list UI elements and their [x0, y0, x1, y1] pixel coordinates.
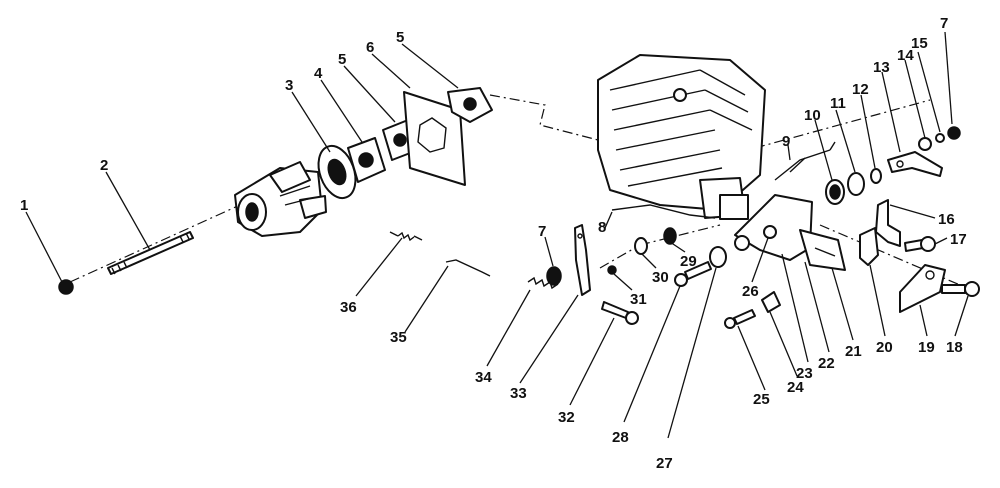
part-bolt-17 [904, 236, 936, 252]
callout-15: 15 [911, 35, 928, 52]
part-spring-34 [527, 276, 559, 290]
part-bracket-16 [875, 199, 901, 247]
part-carburetor [234, 161, 327, 237]
part-clip-20 [859, 227, 879, 266]
callout-19: 19 [918, 339, 935, 356]
callout-25: 25 [753, 391, 770, 408]
callout-3: 3 [285, 77, 293, 94]
part-washer-12 [870, 168, 882, 184]
callout-6: 6 [366, 39, 374, 56]
callout-21: 21 [845, 343, 862, 360]
part-nut-7a [546, 266, 562, 286]
callout-14: 14 [897, 47, 914, 64]
part-washer-14 [918, 137, 932, 151]
callout-22: 22 [818, 355, 835, 372]
callout-5-right: 5 [396, 29, 404, 46]
callout-20: 20 [876, 339, 893, 356]
callout-36: 36 [340, 299, 357, 316]
callout-12: 12 [852, 81, 869, 98]
part-bolt-28 [674, 261, 712, 287]
callout-4: 4 [314, 65, 323, 82]
callout-31: 31 [630, 291, 647, 308]
part-nut-7b [947, 126, 961, 140]
part-wire-35 [445, 259, 491, 277]
callout-1: 1 [20, 197, 28, 214]
callout-26: 26 [742, 283, 759, 300]
callout-9: 9 [782, 133, 790, 150]
part-governor-lever-assembly [734, 194, 846, 271]
callout-2: 2 [100, 157, 108, 174]
part-washer-27 [709, 246, 727, 268]
part-ring-15 [935, 133, 945, 143]
part-plate-6 [403, 91, 466, 186]
callout-29: 29 [680, 253, 697, 270]
callout-7-left: 7 [538, 223, 546, 240]
callout-28: 28 [612, 429, 629, 446]
callout-11: 11 [830, 95, 846, 112]
part-bracket-19 [899, 264, 946, 313]
part-engine-block [597, 54, 766, 220]
part-bolt-25 [724, 309, 756, 329]
callout-32: 32 [558, 409, 575, 426]
callout-23: 23 [796, 365, 813, 382]
callout-16: 16 [938, 211, 955, 228]
callout-18: 18 [946, 339, 963, 356]
callout-13: 13 [873, 59, 890, 76]
callout-24: 24 [787, 379, 804, 396]
part-link-8 [611, 204, 716, 219]
part-bolt-32 [601, 301, 639, 325]
part-washer-31 [607, 265, 617, 275]
callout-34: 34 [475, 369, 492, 386]
callout-33: 33 [510, 385, 527, 402]
callout-27: 27 [656, 455, 673, 472]
part-rod-9 [774, 141, 836, 181]
part-spacer-29 [663, 227, 677, 245]
part-bushing-10 [825, 179, 845, 205]
part-lever-13 [887, 151, 943, 177]
part-nut-1 [58, 279, 74, 295]
part-bolt-18 [941, 281, 980, 297]
callout-35: 35 [390, 329, 407, 346]
callout-labels: 1 2 3 4 5 5 6 7 7 8 9 10 11 12 13 14 15 … [20, 15, 967, 472]
callout-8: 8 [598, 219, 606, 236]
part-throttle-lever-33 [574, 224, 591, 296]
part-spacer-4 [347, 137, 386, 183]
callout-17: 17 [950, 231, 967, 248]
callout-7-right: 7 [940, 15, 948, 32]
callout-30: 30 [652, 269, 669, 286]
part-washer-30 [634, 237, 648, 255]
leader-lines [25, 31, 969, 439]
part-stud-2 [107, 231, 194, 275]
part-gasket-5b [447, 87, 493, 123]
part-clip-24 [761, 291, 781, 313]
part-spring-36 [389, 231, 423, 242]
part-ring-11 [847, 172, 865, 196]
callout-5-left: 5 [338, 51, 346, 68]
callout-10: 10 [804, 107, 821, 124]
